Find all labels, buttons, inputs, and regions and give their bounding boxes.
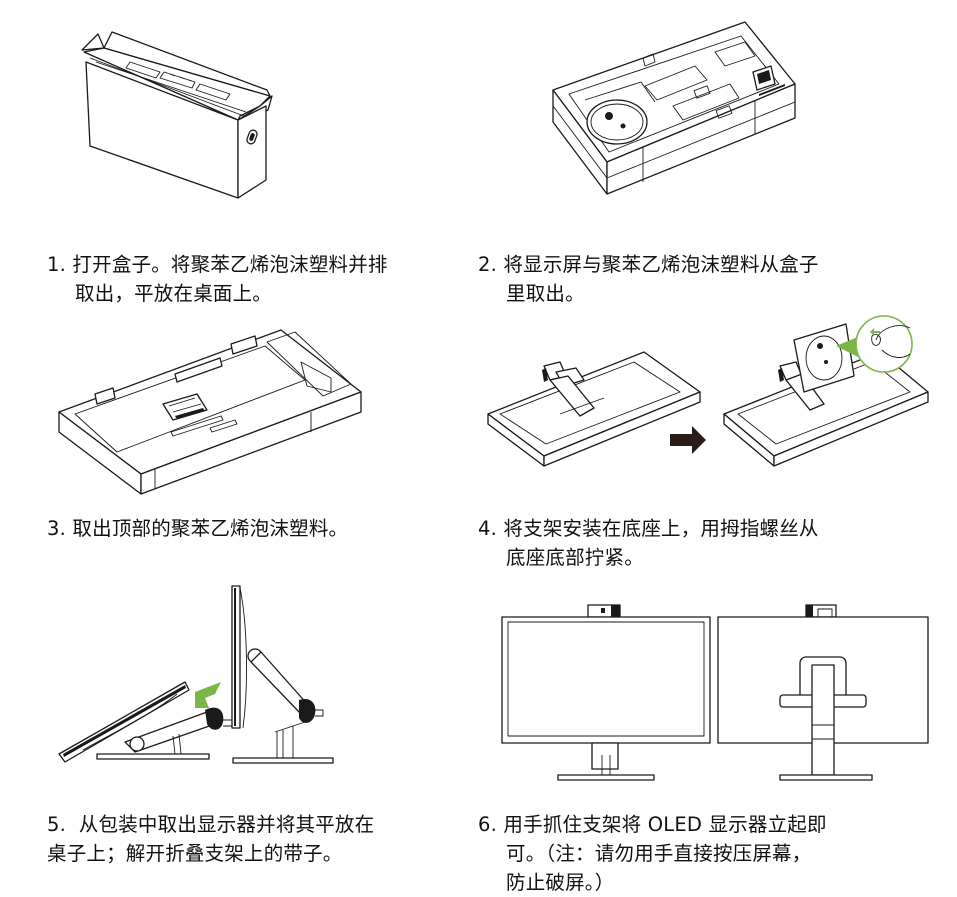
illustration-monitor-front-back: [500, 604, 930, 785]
illustration-open-box: [60, 20, 300, 210]
step-number: 5.: [47, 813, 67, 836]
step-3-caption: 3. 取出顶部的聚苯乙烯泡沫塑料。: [47, 514, 348, 543]
monitor-front: [501, 604, 711, 781]
step-4-caption: 4. 将支架安装在底座上，用拇指螺丝从 底座底部拧紧。: [478, 514, 819, 572]
step-5-caption: 5. 从包装中取出显示器并将其平放在 桌子上；解开折叠支架上的带子。: [47, 810, 374, 868]
zoom-callout-thumbscrew: [836, 315, 913, 373]
step-text: 从包装中取出显示器并将其平放在: [78, 813, 375, 836]
fold-down-arrow-icon: [195, 682, 221, 708]
step-1-caption: 1. 打开盒子。将聚苯乙烯泡沫塑料并排 取出，平放在桌面上。: [47, 250, 388, 308]
step-text: 防止破屏。）: [506, 871, 615, 894]
step-text: 取出顶部的聚苯乙烯泡沫塑料。: [72, 517, 349, 540]
step-text: 将显示屏与聚苯乙烯泡沫塑料从盒子: [503, 253, 819, 276]
step-6-caption: 6. 用手抓住支架将 OLED 显示器立起即 可。（注：请勿用手直接按压屏幕， …: [478, 810, 827, 897]
step-number: 4.: [478, 517, 498, 540]
step-text: 底座底部拧紧。: [506, 546, 644, 569]
step-text: 打开盒子。将聚苯乙烯泡沫塑料并排: [72, 253, 388, 276]
step-number: 3.: [47, 517, 67, 540]
step-text: 可。（注：请勿用手直接按压屏幕，: [506, 842, 812, 865]
arrow-right-icon: [670, 426, 706, 454]
step-text: 里取出。: [506, 282, 585, 305]
step-text: 用手抓住支架将 OLED 显示器立起即: [503, 813, 827, 836]
step-text: 将支架安装在底座上，用拇指螺丝从: [503, 517, 819, 540]
step-number: 1.: [47, 253, 67, 276]
illustration-unfold-stand: [55, 582, 390, 772]
monitor-back: [717, 604, 929, 781]
step-text: 取出，平放在桌面上。: [75, 282, 273, 305]
step-number: 6.: [478, 813, 498, 836]
tray-left: [487, 351, 701, 467]
tray-right: [723, 323, 929, 467]
illustration-attach-base-thumbscrew: [484, 306, 930, 467]
step-2-caption: 2. 将显示屏与聚苯乙烯泡沫塑料从盒子 里取出。: [478, 250, 819, 308]
illustration-foam-tray-with-parts: [545, 21, 805, 202]
step-text: 桌子上；解开折叠支架上的带子。: [47, 842, 343, 865]
step-number: 2.: [478, 253, 498, 276]
illustration-foam-tray-stand-exposed: [55, 322, 365, 497]
